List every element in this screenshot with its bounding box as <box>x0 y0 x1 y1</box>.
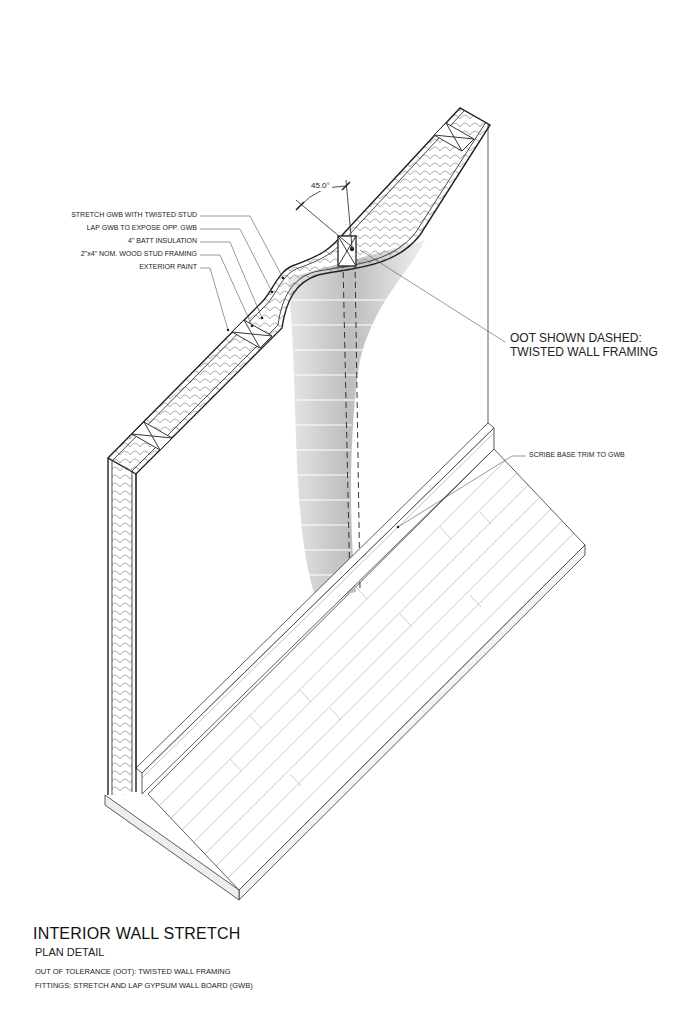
stud-center <box>350 247 354 251</box>
striation <box>294 350 366 351</box>
floor-slab-edge <box>239 545 585 900</box>
exterior-gwb-line <box>112 111 464 461</box>
board-joint <box>330 708 341 720</box>
striation <box>297 475 350 476</box>
floor-boards <box>159 461 574 878</box>
oot-dashed-stud <box>355 262 360 590</box>
leader-line <box>200 229 272 292</box>
leader-line <box>200 255 252 326</box>
striation <box>302 525 350 526</box>
leader-line <box>360 250 505 342</box>
callout-label: 2"x4" NOM. WOOD STUD FRAMING <box>81 250 197 258</box>
trim-top <box>136 423 494 773</box>
callout-label: STRETCH GWB WITH TWISTED STUD <box>71 211 197 219</box>
callout-label: LAP GWB TO EXPOSE OPP. GWB <box>87 224 197 232</box>
leader-line <box>200 268 228 330</box>
leader-dot <box>282 277 285 280</box>
board-line <box>182 485 528 830</box>
layer-line <box>132 471 133 792</box>
twisted-stud <box>338 236 356 266</box>
board-joint <box>470 595 481 607</box>
leader-dot <box>251 325 254 328</box>
studs <box>132 123 474 450</box>
striation <box>296 425 352 426</box>
stud-cross <box>232 320 272 348</box>
board-joint <box>356 587 367 599</box>
trim-profile <box>142 433 494 778</box>
dimension-tick <box>342 182 350 190</box>
leader-line <box>398 456 526 527</box>
board-joint <box>300 690 311 702</box>
layer-line <box>112 461 113 795</box>
angle-dimension-label: 45.0° <box>309 181 332 191</box>
sheet-subtitle: PLAN DETAIL <box>35 946 105 959</box>
striation <box>292 325 378 326</box>
board-joint <box>250 716 261 728</box>
leader-lines <box>200 216 526 527</box>
sheet-note: OUT OF TOLERANCE (OOT): TWISTED WALL FRA… <box>35 967 231 976</box>
leader-arrows <box>227 277 400 529</box>
board-line <box>228 533 574 878</box>
angle-dimension <box>296 180 352 247</box>
leader-dot <box>397 526 400 529</box>
board-line <box>216 521 562 866</box>
striation <box>296 450 351 451</box>
striation <box>305 550 351 551</box>
stud <box>132 422 172 450</box>
board-joint <box>480 512 491 524</box>
sheet-note: FITTINGS: STRETCH AND LAP GYPSUM WALL BO… <box>35 981 253 990</box>
striation <box>295 375 358 376</box>
stud-cross <box>338 236 356 266</box>
leader-dot <box>227 329 230 332</box>
wall-section <box>108 108 490 474</box>
sheet-title: INTERIOR WALL STRETCH <box>33 924 240 943</box>
striation <box>296 400 355 401</box>
callout-label: EXTERIOR PAINT <box>139 263 197 271</box>
base-trim <box>136 423 494 794</box>
board-line <box>171 473 517 818</box>
trim-face <box>142 428 494 794</box>
wall-face-edge <box>488 125 489 425</box>
leader-dot <box>271 291 274 294</box>
callout-label: 4" BATT INSULATION <box>128 237 197 245</box>
board-joint <box>230 759 241 771</box>
board-joint <box>440 527 451 539</box>
wall-end-insulation <box>112 462 132 795</box>
dimension-extension <box>296 200 352 247</box>
stud-cross <box>132 422 172 450</box>
wall-end-layers <box>108 458 136 795</box>
oot-note: OOT SHOWN DASHED: TWISTED WALL FRAMING <box>510 331 675 360</box>
board-joint <box>290 774 301 786</box>
callout-label: SCRIBE BASE TRIM TO GWB <box>529 451 625 459</box>
dimension-extension <box>346 180 352 247</box>
leader-dot <box>261 317 264 320</box>
layer-line <box>107 458 108 795</box>
board-joint <box>400 614 411 626</box>
stud <box>434 123 474 151</box>
stud-cross <box>434 123 474 151</box>
striation <box>299 500 350 501</box>
floor-slab-side <box>105 795 239 900</box>
oot-dashed-stud <box>343 262 350 588</box>
dimension-tick <box>296 202 304 210</box>
striation <box>290 300 395 301</box>
stud <box>232 320 272 348</box>
floor-surface <box>148 449 585 890</box>
layer-line <box>135 474 136 792</box>
stretch-zone <box>288 240 425 600</box>
